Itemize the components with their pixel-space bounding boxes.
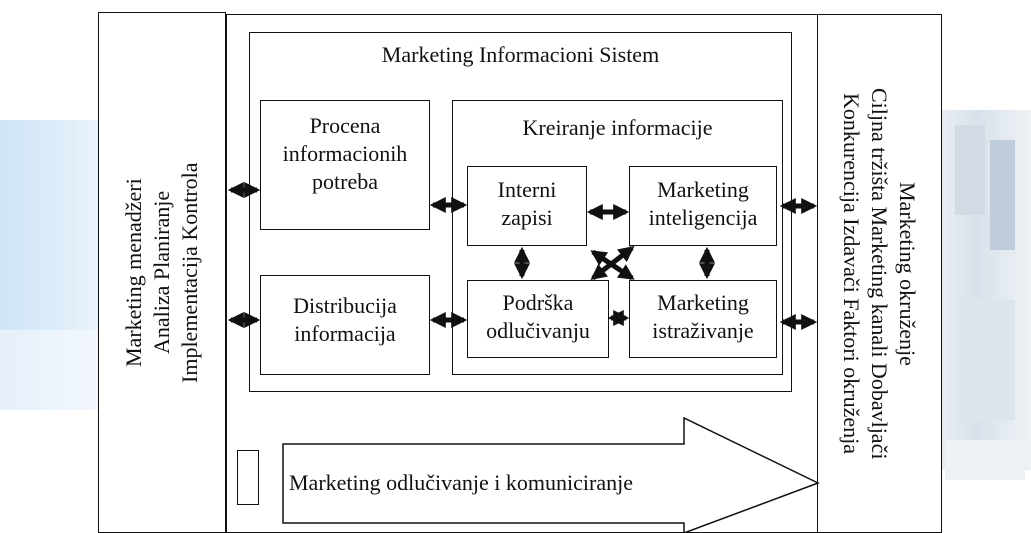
environment-line-2: Ciljna tržišta Marketing kanali Dobavlja… <box>867 87 892 460</box>
marketing-intelligence-box <box>629 166 777 246</box>
marketing-environment-panel <box>816 14 942 533</box>
background-right-shape <box>945 440 1025 480</box>
arrow-diagonal-2 <box>590 246 635 280</box>
intelligence-line-1: Marketing <box>657 177 749 202</box>
research-line-2: istraživanje <box>652 318 754 343</box>
background-right-shape <box>960 300 1015 420</box>
decision-support-line-2: odlučivanju <box>486 318 590 343</box>
flow-arrow-shape <box>282 416 820 533</box>
intelligence-line-2: inteligencija <box>648 205 758 230</box>
internal-records-box <box>467 166 587 246</box>
information-creation-title: Kreiranje informacije <box>522 115 713 140</box>
background-right-shape <box>990 140 1015 250</box>
background-right-shape <box>955 125 985 215</box>
decision-support-box <box>467 280 609 358</box>
assessment-label: Procena informacionih potreba <box>260 112 430 196</box>
environment-line-1: Marketing okruženje <box>895 181 920 366</box>
flow-arrow-label: Marketing odlučivanje i komuniciranje <box>289 470 633 495</box>
assessment-line-3: potreba <box>312 169 378 194</box>
marketing-environment-text: Marketing okruženje Ciljna tržišta Marke… <box>818 14 940 533</box>
marketing-research-label: Marketing istraživanje <box>629 289 777 345</box>
marketing-research-box <box>629 280 777 358</box>
marketing-managers-panel <box>98 12 226 533</box>
decision-support-label: Podrška odlučivanju <box>467 289 609 345</box>
mis-title: Marketing Informacioni Sistem <box>381 42 660 67</box>
distribution-line-1: Distribucija <box>293 293 397 318</box>
marketing-intelligence-label: Marketing inteligencija <box>629 176 777 232</box>
internal-records-line-2: zapisi <box>501 205 553 230</box>
background-left-decoration-lower <box>0 330 110 410</box>
small-empty-box <box>237 450 259 505</box>
decision-support-line-1: Podrška <box>502 290 574 315</box>
research-line-1: Marketing <box>657 290 749 315</box>
internal-records-line-1: Interni <box>497 177 557 202</box>
assessment-line-2: informacionih <box>282 141 408 166</box>
assessment-line-1: Procena <box>309 113 381 138</box>
distribution-label: Distribucija informacija <box>260 292 430 348</box>
assessment-box <box>260 100 430 230</box>
environment-line-3: Konkurencija Izdavači Faktori okruženja <box>839 92 864 454</box>
distribution-box <box>260 275 430 375</box>
internal-records-label: Interni zapisi <box>467 176 587 232</box>
distribution-line-2: informacija <box>294 321 396 346</box>
